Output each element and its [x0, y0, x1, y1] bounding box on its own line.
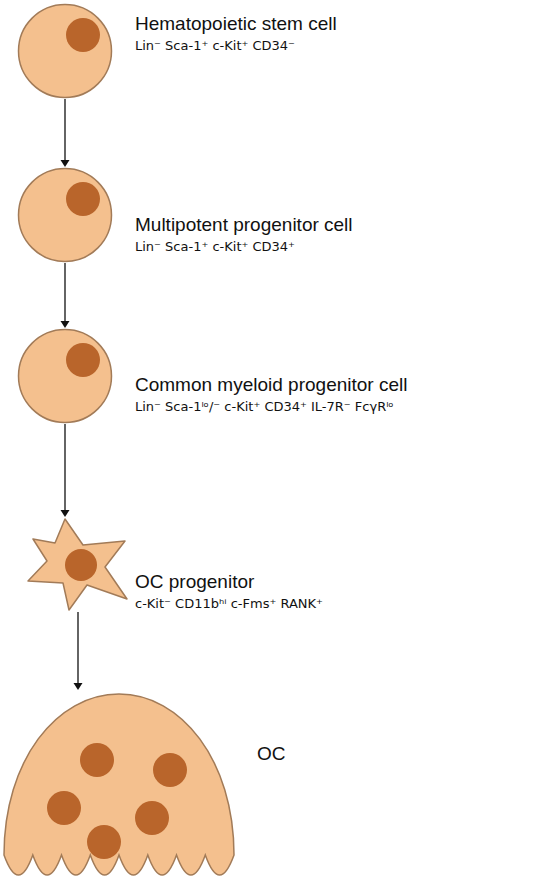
cell-body [28, 519, 127, 610]
marker-profile: Lin⁻ Sca-1⁺ c-Kit⁺ CD34⁻ [135, 37, 337, 54]
cell-shape [17, 167, 113, 263]
arrow-line [64, 424, 65, 511]
nucleus [80, 743, 114, 777]
nucleus [153, 753, 187, 787]
nucleus [66, 182, 100, 216]
cell-shape [17, 3, 113, 99]
arrow-head [74, 683, 83, 690]
nucleus [47, 791, 81, 825]
cell-label-group: Hematopoietic stem cellLin⁻ Sca-1⁺ c-Kit… [135, 12, 337, 54]
marker-profile: Lin⁻ Sca-1⁺ c-Kit⁺ CD34⁺ [135, 238, 353, 255]
cell-body [19, 330, 112, 423]
cell-name: Multipotent progenitor cell [135, 213, 353, 236]
cell-label-group: Common myeloid progenitor cellLin⁻ Sca-1… [135, 373, 407, 415]
arrow-connector [74, 612, 83, 690]
cell-label-group: OC [257, 742, 286, 765]
cell-body [4, 694, 234, 875]
cell-name: OC [257, 742, 286, 765]
cell-node: Hematopoietic stem cellLin⁻ Sca-1⁺ c-Kit… [17, 3, 113, 99]
arrow-line [64, 263, 65, 322]
cell-label-group: Multipotent progenitor cellLin⁻ Sca-1⁺ c… [135, 213, 353, 255]
arrow-connector [61, 99, 70, 167]
cell-body [19, 5, 112, 98]
cell-node: Multipotent progenitor cellLin⁻ Sca-1⁺ c… [17, 167, 113, 263]
marker-profile: c-Kit⁻ CD11bʰⁱ c-Fms⁺ RANK⁺ [135, 595, 323, 612]
cell-node: OC [2, 690, 238, 890]
arrow-head [61, 510, 70, 517]
cell-node: OC progenitorc-Kit⁻ CD11bʰⁱ c-Fms⁺ RANK⁺ [25, 517, 131, 612]
nucleus [66, 343, 100, 377]
cell-body [19, 169, 112, 262]
cell-shape [17, 328, 113, 424]
arrow-line [77, 612, 78, 684]
nucleus [65, 549, 97, 581]
cell-shape [2, 690, 238, 890]
arrow-line [64, 99, 65, 161]
marker-profile: Lin⁻ Sca-1ˡᵒ/⁻ c-Kit⁺ CD34⁺ IL-7R⁻ FcγRˡ… [135, 398, 407, 415]
arrow-head [61, 160, 70, 167]
nucleus [87, 825, 121, 859]
cell-name: Common myeloid progenitor cell [135, 373, 407, 396]
arrow-connector [61, 263, 70, 328]
arrow-connector [61, 424, 70, 517]
arrow-head [61, 321, 70, 328]
cell-name: OC progenitor [135, 570, 323, 593]
cell-shape [25, 517, 131, 612]
nucleus [135, 801, 169, 835]
nucleus [66, 18, 100, 52]
cell-name: Hematopoietic stem cell [135, 12, 337, 35]
cell-node: Common myeloid progenitor cellLin⁻ Sca-1… [17, 328, 113, 424]
cell-label-group: OC progenitor c-Kit⁻ CD11bʰⁱ c-Fms⁺ RANK⁺ [135, 570, 323, 612]
